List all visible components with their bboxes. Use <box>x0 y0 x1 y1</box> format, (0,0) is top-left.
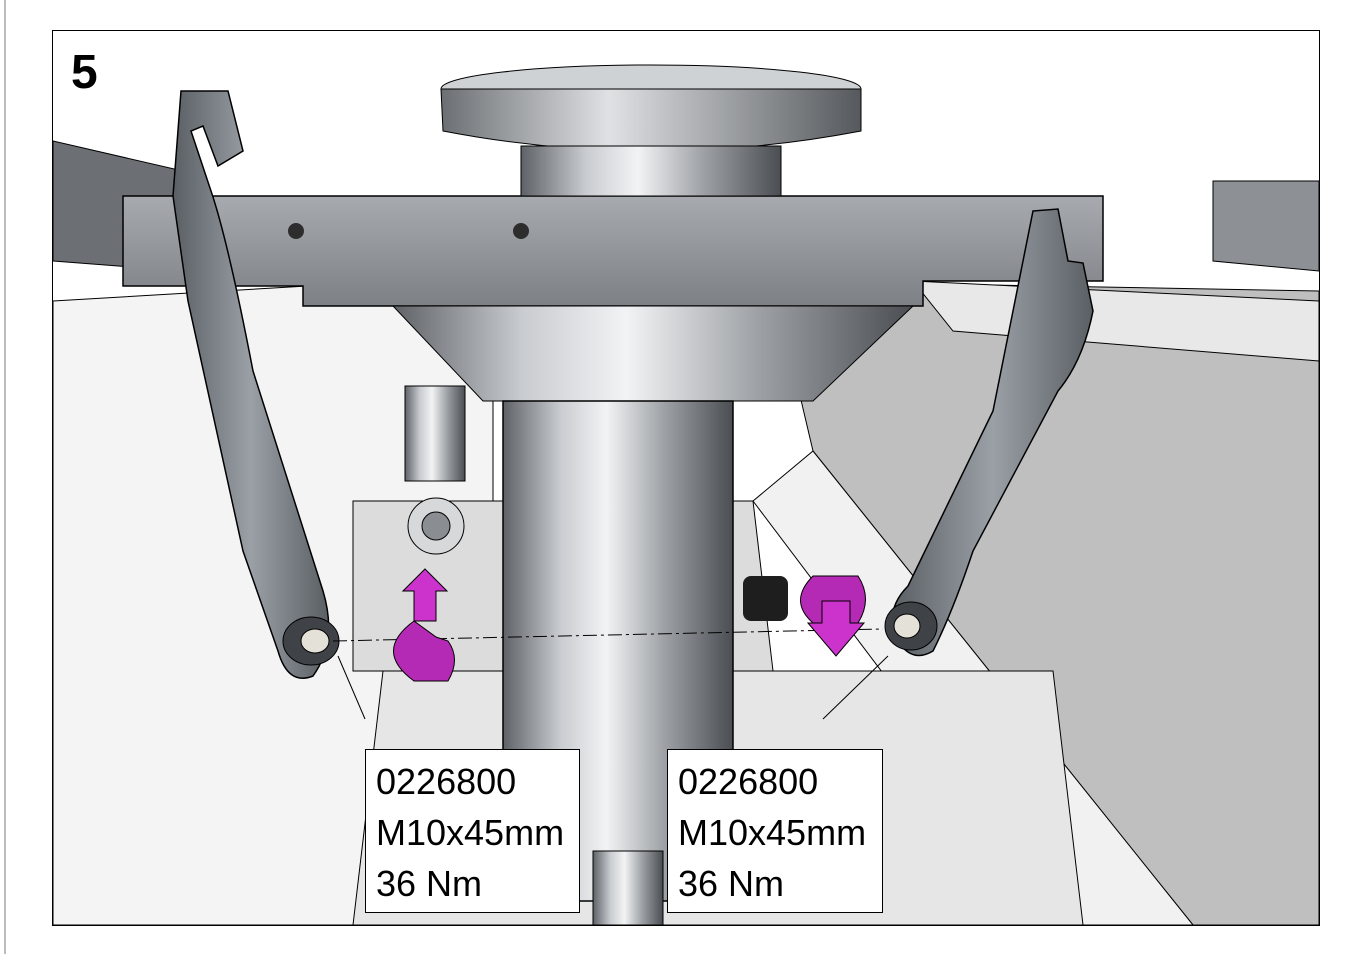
back-rail-right <box>1212 180 1319 272</box>
hose-clamp <box>743 576 788 621</box>
column-housing <box>391 305 915 402</box>
rotation-arrow-right <box>800 575 866 657</box>
hydraulic-fitting <box>404 385 466 482</box>
crossbeam <box>122 195 1104 307</box>
left-wrench <box>172 90 340 679</box>
callout-right-bolt: 0226800 M10x45mm 36 Nm <box>667 749 883 913</box>
assembly-illustration <box>53 64 1319 925</box>
callout-left-bolt: 0226800 M10x45mm 36 Nm <box>365 749 580 913</box>
torque-spec: 36 Nm <box>376 863 483 904</box>
right-side-panel <box>772 280 1319 925</box>
bolt-size: M10x45mm <box>376 812 565 853</box>
bolt-size: M10x45mm <box>678 812 867 853</box>
bolt-axis-line <box>332 628 884 642</box>
illustration-frame: 5 0226800 M10x45mm 36 Nm 0226800 M10x45m… <box>52 30 1320 926</box>
cap-collar <box>520 145 782 197</box>
right-wrench <box>884 208 1094 657</box>
part-number: 0226800 <box>678 761 819 802</box>
page-edge-rule <box>4 0 6 954</box>
torque-spec: 36 Nm <box>678 863 785 904</box>
step-number: 5 <box>71 46 98 99</box>
leader-left <box>337 655 366 720</box>
part-number: 0226800 <box>376 761 517 802</box>
rotation-arrow-left <box>393 568 455 682</box>
beam-hole-1 <box>288 223 304 239</box>
top-cap <box>440 88 862 152</box>
leader-right <box>822 655 889 720</box>
beam-hole-2 <box>513 223 529 239</box>
